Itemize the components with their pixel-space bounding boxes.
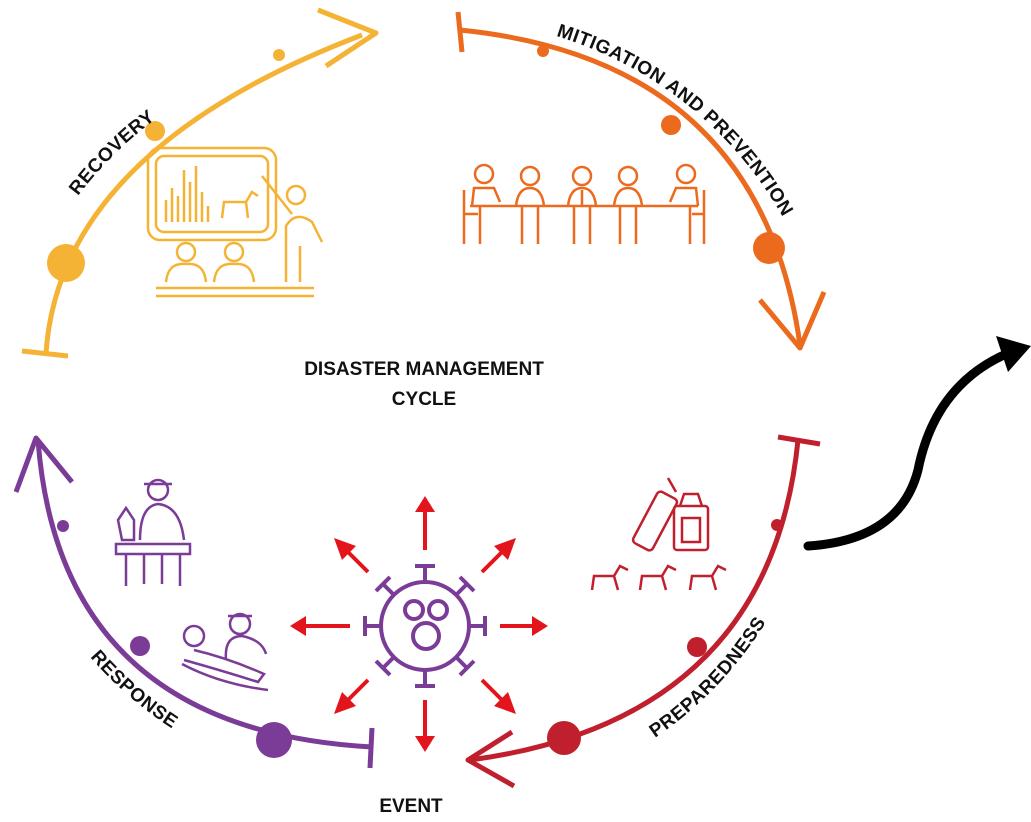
mitigation-phase: MITIGATION AND PREVENTION	[455, 11, 827, 351]
recovery-phase: RECOVERY	[21, 7, 379, 359]
preparedness-label: PREPAREDNESS	[646, 613, 771, 742]
mitigation-dot-large	[753, 232, 785, 264]
mitigation-arrowhead	[758, 291, 827, 351]
recovery-start-tick	[21, 348, 69, 359]
burst-arrows	[290, 496, 548, 752]
virus-outbreak-icon	[363, 564, 487, 688]
response-arc	[35, 439, 373, 750]
mitigation-arc	[459, 27, 803, 346]
response-dot-medium	[130, 636, 150, 656]
response-dot-small	[57, 520, 69, 532]
recovery-dot-large	[47, 244, 85, 282]
recovery-arrowhead	[317, 7, 379, 69]
mitigation-dot-medium	[661, 115, 681, 135]
preparedness-arc	[469, 439, 801, 763]
event-burst	[290, 496, 548, 752]
recovery-dot-medium	[145, 121, 165, 141]
response-dot-large	[256, 722, 292, 758]
preparedness-start-tick	[777, 434, 821, 447]
response-arrowhead	[13, 435, 74, 493]
preparedness-dot-small	[771, 519, 783, 531]
connector-arrow	[803, 336, 1031, 551]
cycle-title-line1: DISASTER MANAGEMENT	[304, 359, 544, 380]
training-presentation-icon	[146, 146, 324, 298]
preparedness-dot-medium	[687, 637, 707, 657]
recovery-dot-small	[273, 49, 285, 61]
veterinary-care-icon	[114, 478, 269, 692]
recovery-label: RECOVERY	[65, 106, 159, 199]
meeting-table-icon	[462, 163, 706, 244]
event-label: EVENT	[379, 796, 443, 817]
recovery-arc	[43, 32, 363, 354]
mitigation-dot-small	[537, 45, 549, 57]
mitigation-start-tick	[455, 11, 465, 53]
response-phase: RESPONSE	[13, 435, 375, 769]
preparedness-arrowhead	[465, 729, 516, 789]
preparedness-phase: PREPAREDNESS	[465, 434, 821, 789]
cycle-title-line2: CYCLE	[392, 389, 456, 410]
supplies-and-dogs-icon	[590, 477, 727, 591]
response-start-tick	[367, 727, 375, 769]
preparedness-dot-large	[547, 721, 581, 755]
